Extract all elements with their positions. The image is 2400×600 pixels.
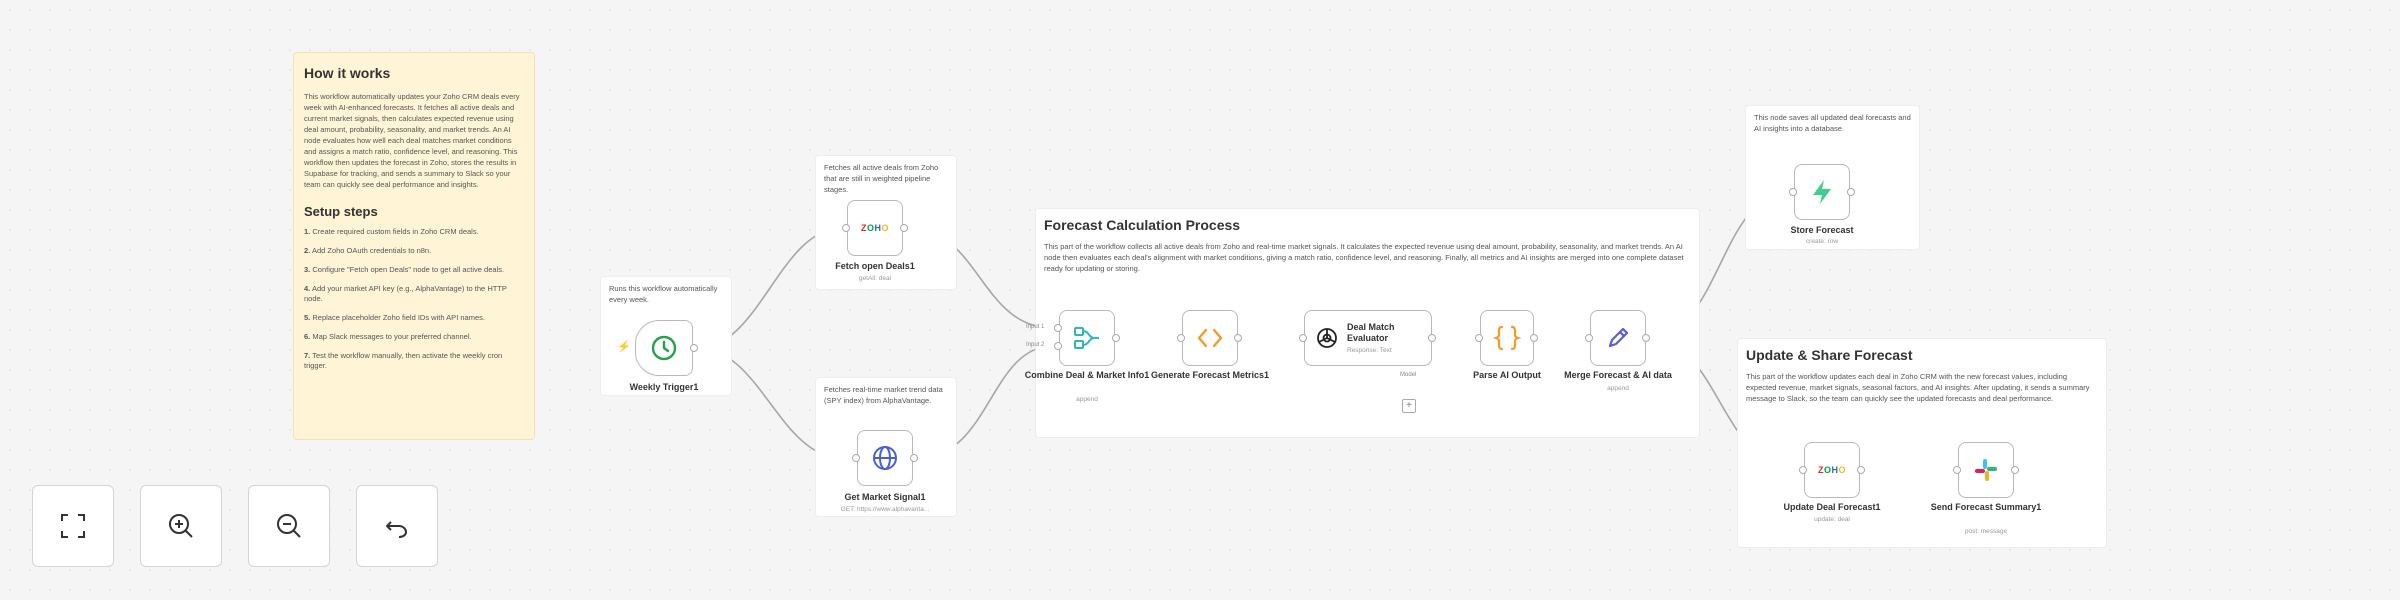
node-label: Fetch open Deals1	[835, 261, 915, 271]
node-subtitle: append	[1607, 385, 1629, 392]
merge-icon	[1074, 327, 1099, 349]
node-label: Combine Deal & Market Info1	[1024, 370, 1150, 380]
slack-icon	[1975, 459, 1997, 481]
zoom-in-button[interactable]	[140, 485, 222, 567]
input-port[interactable]	[1299, 334, 1307, 342]
setup-steps-list: 1. Create required custom fields in Zoho…	[304, 227, 524, 371]
note-body: This workflow automatically updates your…	[304, 92, 520, 189]
trigger-bolt-icon: ⚡	[617, 341, 631, 353]
node-subtitle: update: deal	[1814, 516, 1850, 523]
node-subtitle: getAll: deal	[858, 275, 892, 282]
setup-step: 1. Create required custom fields in Zoho…	[304, 227, 479, 236]
output-port[interactable]	[690, 344, 698, 352]
how-it-works-note[interactable]: How it works This workflow automatically…	[293, 52, 535, 440]
add-model-button[interactable]: +	[1402, 399, 1416, 413]
output-port[interactable]	[1234, 334, 1242, 342]
node-label: Update Deal Forecast1	[1783, 502, 1881, 512]
output-port[interactable]	[910, 454, 918, 462]
note-title: How it works	[304, 65, 391, 81]
node-subtitle: post: message	[1964, 528, 2008, 535]
update-share-section-title: Update & Share Forecast	[1746, 347, 1913, 363]
weekly-trigger-node[interactable]	[635, 320, 693, 376]
fit-view-icon	[61, 514, 85, 538]
input-1-label: Input 1	[1026, 324, 1045, 330]
update-share-section-note[interactable]: Update & Share Forecast This part of the…	[1737, 338, 2107, 548]
update-share-section-body: This part of the workflow updates each d…	[1746, 372, 2090, 403]
model-port-label: Model	[1400, 372, 1417, 378]
code-icon	[1197, 328, 1223, 348]
setup-step: 7. Test the workflow manually, then acti…	[304, 351, 503, 370]
output-port[interactable]	[1642, 334, 1650, 342]
fetch-deals-node[interactable]: ZOHO	[847, 200, 903, 256]
setup-step: 6. Map Slack messages to your preferred …	[304, 332, 472, 341]
zoom-out-button[interactable]	[248, 485, 330, 567]
output-port[interactable]	[1428, 334, 1436, 342]
supabase-bolt-icon	[1813, 180, 1831, 204]
node-label: Generate Forecast Metrics1	[1150, 370, 1270, 380]
pencil-icon	[1608, 327, 1629, 348]
setup-step: 2. Add Zoho OAuth credentials to n8n.	[304, 246, 432, 255]
combine-deal-market-node[interactable]	[1059, 310, 1115, 366]
zoho-logo-icon: ZOHO	[860, 223, 890, 233]
node-label: Deal Match Evaluator	[1347, 321, 1395, 343]
output-port[interactable]	[1112, 334, 1120, 342]
update-deal-forecast-node[interactable]: ZOHO	[1804, 442, 1860, 498]
braces-icon	[1492, 325, 1522, 351]
setup-step: 5. Replace placeholder Zoho field IDs wi…	[304, 313, 485, 322]
input-port[interactable]	[1799, 466, 1807, 474]
input-port[interactable]	[1177, 334, 1185, 342]
send-forecast-summary-node[interactable]	[1958, 442, 2014, 498]
zoom-in-icon	[169, 514, 193, 538]
deal-match-text: Deal Match Evaluator Response: Text	[1347, 322, 1427, 355]
node-subtitle: append	[1076, 396, 1098, 403]
node-label: Parse AI Output	[1473, 370, 1541, 380]
trigger-note[interactable]: Runs this workflow automatically every w…	[600, 276, 732, 396]
setup-step: 3. Configure "Fetch open Deals" node to …	[304, 265, 505, 274]
reset-zoom-button[interactable]	[356, 485, 438, 567]
clock-icon	[651, 335, 677, 361]
globe-icon	[873, 446, 897, 470]
zoom-out-icon	[277, 514, 301, 538]
forecast-section-body: This part of the workflow collects all a…	[1044, 242, 1684, 273]
node-label: Get Market Signal1	[844, 492, 926, 502]
fit-view-button[interactable]	[32, 485, 114, 567]
node-label: Weekly Trigger1	[629, 382, 699, 392]
node-subtitle: Response: Text	[1347, 346, 1392, 354]
market-signal-node[interactable]	[857, 430, 913, 486]
node-subtitle: create: row	[1805, 238, 1839, 245]
setup-steps-title: Setup steps	[304, 204, 378, 219]
deal-match-evaluator-node[interactable]: Deal Match Evaluator Response: Text	[1304, 310, 1432, 366]
output-port[interactable]	[1857, 466, 1865, 474]
merge-forecast-ai-node[interactable]	[1590, 310, 1646, 366]
output-port[interactable]	[2011, 466, 2019, 474]
input-port[interactable]	[1953, 466, 1961, 474]
store-forecast-node[interactable]	[1794, 164, 1850, 220]
undo-icon	[386, 521, 408, 538]
output-port[interactable]	[900, 224, 908, 232]
input-port[interactable]	[842, 224, 850, 232]
node-label: Send Forecast Summary1	[1930, 502, 2042, 512]
zoho-logo-icon: ZOHO	[1817, 465, 1847, 475]
output-port[interactable]	[1847, 188, 1855, 196]
input-port[interactable]	[852, 454, 860, 462]
input-port[interactable]	[1054, 342, 1062, 350]
input-port[interactable]	[1585, 334, 1593, 342]
parse-ai-output-node[interactable]	[1480, 310, 1534, 366]
input-2-label: Input 2	[1026, 342, 1045, 348]
input-port[interactable]	[1789, 188, 1797, 196]
forecast-section-title: Forecast Calculation Process	[1044, 217, 1241, 233]
generate-forecast-metrics-node[interactable]	[1182, 310, 1238, 366]
input-port[interactable]	[1475, 334, 1483, 342]
setup-step: 4. Add your market API key (e.g., AlphaV…	[304, 284, 507, 303]
node-subtitle: GET: https://www.alphavanta...	[840, 506, 930, 513]
node-label: Merge Forecast & AI data	[1564, 370, 1672, 380]
node-label: Store Forecast	[1790, 225, 1854, 235]
output-port[interactable]	[1530, 334, 1538, 342]
openai-icon	[1317, 328, 1337, 348]
input-port[interactable]	[1054, 324, 1062, 332]
